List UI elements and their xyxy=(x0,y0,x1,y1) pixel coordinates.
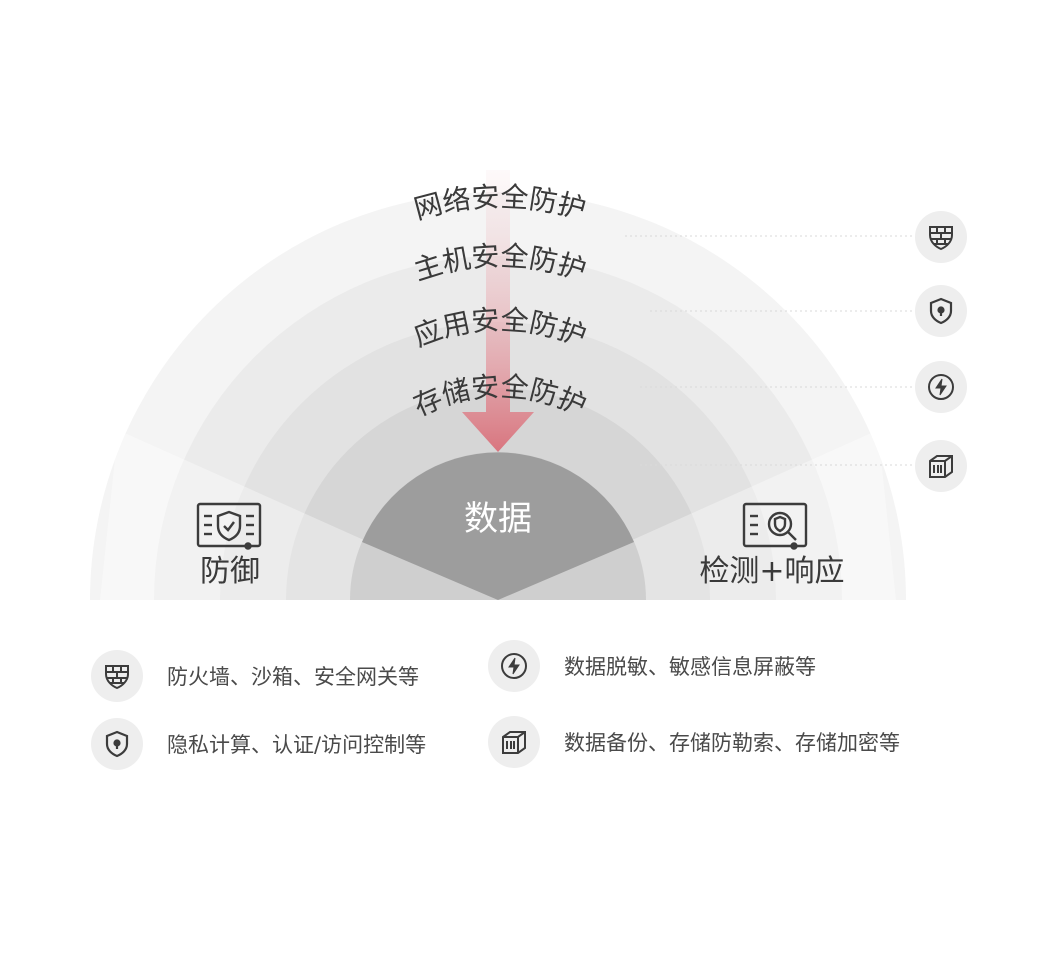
detect-panel-icon xyxy=(742,502,808,550)
shield-lock-icon xyxy=(929,297,953,325)
lightning-icon xyxy=(928,374,954,400)
shield-lock-icon xyxy=(105,730,129,758)
side-icon-host xyxy=(915,285,967,337)
data-core-top xyxy=(362,452,634,600)
legend-item-lightning: 数据脱敏、敏感信息屏蔽等 xyxy=(488,640,816,692)
side-icon-application xyxy=(915,361,967,413)
legend-item-firewall: 防火墙、沙箱、安全网关等 xyxy=(91,650,419,702)
legend-item-storage-box: 数据备份、存储防勒索、存储加密等 xyxy=(488,716,900,768)
pillar-label-detect-respond: 检测+响应 xyxy=(699,554,844,589)
defense-panel-icon xyxy=(196,502,262,550)
legend-item-shield-lock: 隐私计算、认证/访问控制等 xyxy=(91,718,426,770)
center-label: 数据 xyxy=(464,499,532,539)
firewall-icon xyxy=(105,665,129,690)
storage-box-icon xyxy=(929,455,953,478)
firewall-icon xyxy=(929,226,953,251)
legend-text-lightning: 数据脱敏、敏感信息屏蔽等 xyxy=(564,655,816,679)
side-icon-network xyxy=(915,211,967,263)
side-icon-storage xyxy=(915,440,967,492)
legend-text-storage-box: 数据备份、存储防勒索、存储加密等 xyxy=(564,731,900,755)
pillar-label-defense: 防御 xyxy=(200,554,260,589)
security-layers-diagram: 网络安全防护 主机安全防护 应用安全防护 存储安全防护 数据 防御 xyxy=(90,170,912,600)
legend-text-firewall: 防火墙、沙箱、安全网关等 xyxy=(167,665,419,689)
lightning-icon xyxy=(501,653,527,679)
storage-box-icon xyxy=(502,731,526,754)
down-arrow xyxy=(462,170,534,452)
legend-text-shield-lock: 隐私计算、认证/访问控制等 xyxy=(167,733,427,757)
